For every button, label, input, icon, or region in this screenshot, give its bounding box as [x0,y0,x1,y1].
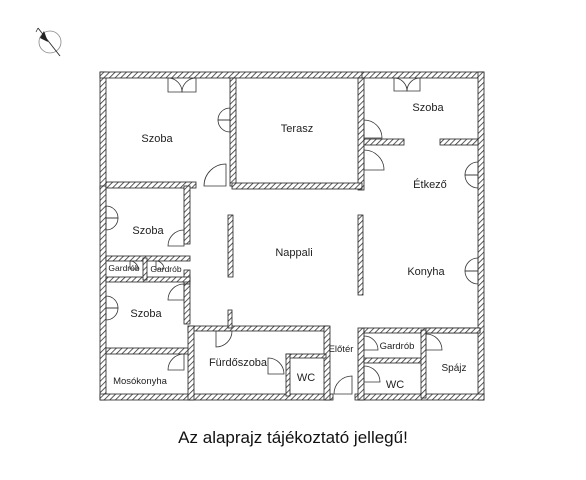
room-label-etkezo: Étkező [413,178,447,191]
compass-icon [35,27,62,57]
room-label-szoba-ne: Szoba [412,102,444,114]
room-label-eloter: Előtér [329,344,354,355]
disclaimer-caption: Az alaprajz tájékoztató jellegű! [178,428,408,447]
room-label-gardrob-e: Gardrób [380,341,415,352]
room-label-gardrob-w1: Gardrób [108,263,139,273]
room-label-konyha: Konyha [407,266,445,278]
room-label-szoba-w1: Szoba [132,225,164,237]
room-label-szoba-nw: Szoba [141,133,173,145]
room-label-spajz: Spájz [441,363,466,374]
walls [99,71,485,401]
room-label-moso: Mosókonyha [113,376,168,387]
room-label-furdo: Fürdőszoba [209,357,268,369]
room-label-nappali: Nappali [275,247,312,259]
room-label-wc-2: WC [386,379,404,391]
doors [105,77,479,395]
room-label-gardrob-w2: Gardrób [150,264,181,274]
room-label-terasz: Terasz [281,123,313,135]
room-label-szoba-w2: Szoba [130,308,162,320]
room-label-wc-1: WC [297,372,315,384]
